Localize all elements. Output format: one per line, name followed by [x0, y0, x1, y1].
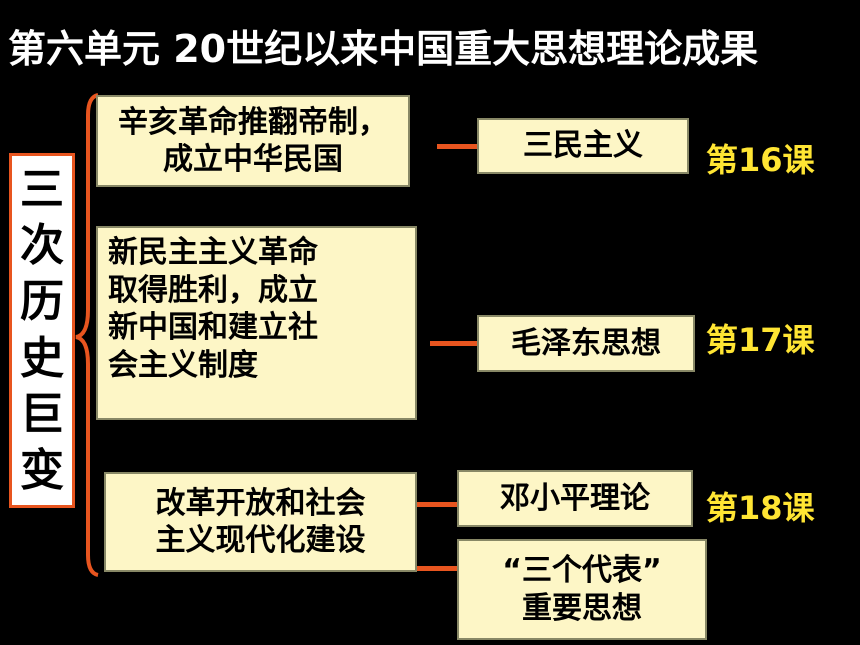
vertical-label-box: 三 次 历 史 巨 变	[9, 153, 75, 508]
theory-box-deng-theory: 邓小平理论	[457, 470, 693, 527]
event-box-revolution-1911: 辛亥革命推翻帝制， 成立中华民国	[96, 95, 410, 187]
lesson-label-16: 第16课	[706, 141, 815, 179]
brace-path	[75, 93, 99, 577]
connector-line	[417, 502, 457, 507]
vertical-label-char: 历	[20, 276, 64, 328]
theory-box-three-principles: 三民主义	[477, 118, 689, 174]
vertical-label-char: 变	[20, 444, 64, 496]
vertical-label-char: 史	[20, 332, 64, 384]
page-title: 第六单元 20世纪以来中国重大思想理论成果	[8, 27, 759, 71]
connector-line	[430, 341, 477, 346]
vertical-label-char: 三	[20, 164, 64, 216]
connector-line	[417, 566, 457, 571]
event-box-reform-opening: 改革开放和社会 主义现代化建设	[104, 472, 417, 572]
vertical-label-char: 巨	[20, 388, 64, 440]
event-box-new-democratic: 新民主主义革命 取得胜利，成立 新中国和建立社 会主义制度	[96, 226, 417, 420]
theory-box-mao-thought: 毛泽东思想	[477, 315, 695, 372]
lesson-label-18: 第18课	[706, 489, 815, 527]
theory-box-three-represents: “三个代表” 重要思想	[457, 539, 707, 640]
curly-brace	[75, 93, 99, 577]
vertical-label-char: 次	[20, 220, 64, 272]
lesson-label-17: 第17课	[706, 321, 815, 359]
connector-line	[437, 144, 477, 149]
